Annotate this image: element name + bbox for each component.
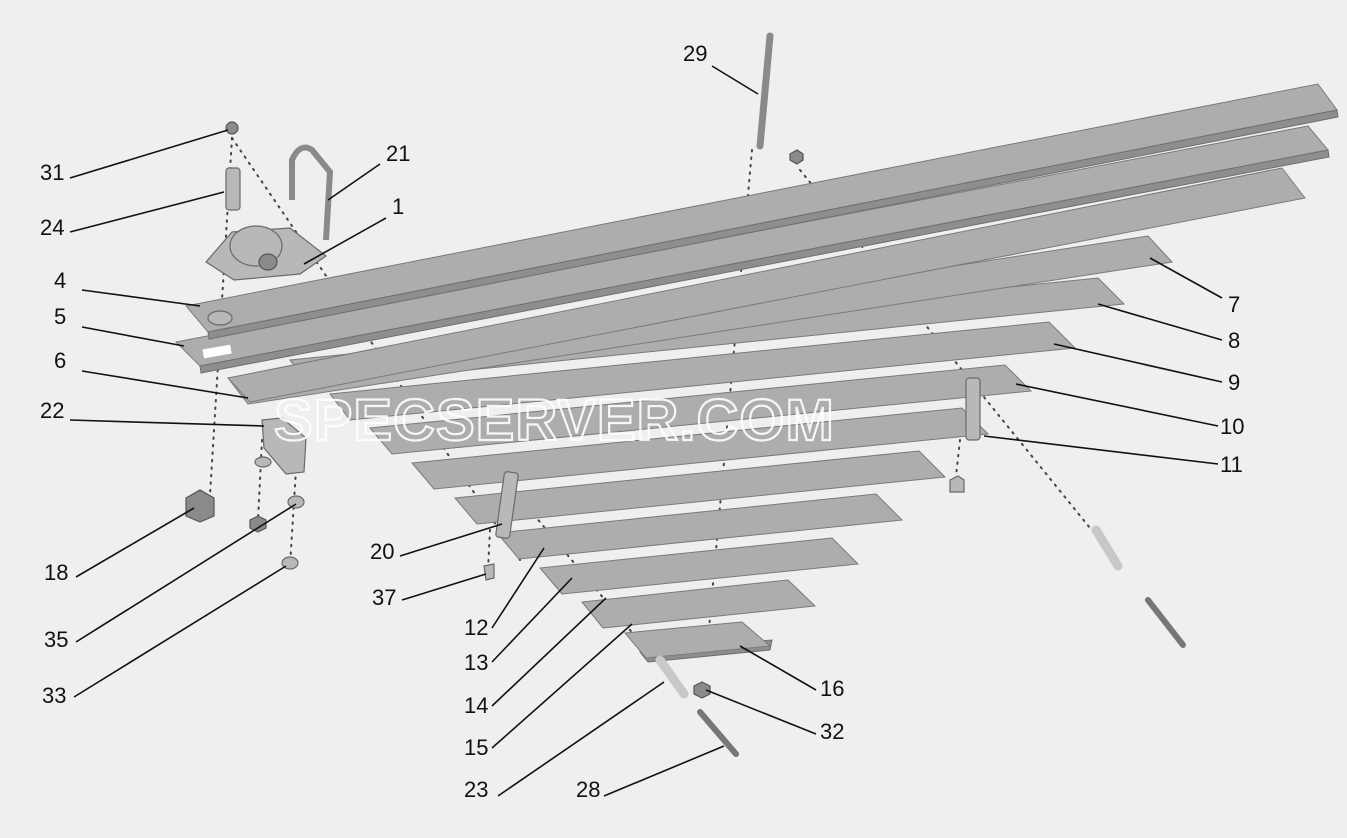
leaf-4-edge: [207, 109, 1339, 340]
center-bolt-29: [756, 32, 774, 150]
callout-32: 32: [820, 719, 844, 744]
eye-bushing: [207, 310, 233, 326]
pin-20: [495, 471, 519, 539]
leaf-5-slot: [202, 344, 232, 359]
nut-32: [693, 681, 711, 699]
callout-37: 37: [372, 585, 396, 610]
bottom-hardware: [483, 471, 739, 757]
callout-18: 18: [44, 560, 68, 585]
callout-23: 23: [464, 777, 488, 802]
leader-4: [81, 289, 201, 307]
leader-15: [491, 623, 633, 749]
bolt-right: [1145, 597, 1186, 648]
leader-21: [327, 163, 381, 201]
leader-16: [739, 645, 817, 691]
callout-6: 6: [54, 348, 66, 373]
rivet-37: [483, 563, 495, 581]
watermark: SPECSERVER.COM: [274, 388, 835, 453]
callout-8: 8: [1228, 328, 1240, 353]
leader-28: [603, 745, 725, 797]
callout-22: 22: [40, 398, 64, 423]
callout-labels: 29 31 21 24 1 4 5 6 7 8 9 10 11 22 18 35…: [40, 41, 1244, 802]
callout-7: 7: [1228, 292, 1240, 317]
callout-10: 10: [1220, 414, 1244, 439]
bolt-24: [225, 167, 241, 211]
callout-28: 28: [576, 777, 600, 802]
leader-6: [81, 370, 249, 399]
nut-left: [249, 515, 267, 533]
callout-35: 35: [44, 627, 68, 652]
callout-31: 31: [40, 160, 64, 185]
leaf-12: [454, 450, 947, 525]
leader-37: [401, 573, 487, 601]
top-bracket-assembly: [205, 121, 334, 281]
pin-11: [965, 377, 981, 441]
leader-32: [705, 689, 817, 735]
callout-20: 20: [370, 539, 394, 564]
callout-24: 24: [40, 215, 64, 240]
leaf-16-top: [624, 621, 772, 659]
leader-35: [75, 503, 297, 643]
nut-top-right: [789, 149, 804, 165]
lower-left-hardware: [185, 417, 307, 570]
callout-14: 14: [464, 693, 488, 718]
callout-4: 4: [54, 268, 66, 293]
leader-14: [491, 597, 607, 707]
leaf-14: [539, 537, 860, 595]
bushing-18: [185, 489, 215, 523]
leaf-6: [227, 167, 1306, 403]
callout-1: 1: [392, 194, 404, 219]
leaf-15: [581, 579, 817, 629]
center-and-right-hardware: [756, 32, 1186, 648]
leaf-13: [496, 493, 904, 560]
nut-31: [225, 121, 239, 135]
callout-5: 5: [54, 304, 66, 329]
leaf-5-edge: [199, 149, 1330, 374]
leader-33: [73, 565, 287, 698]
leader-23: [497, 681, 665, 797]
leader-9: [1053, 343, 1223, 383]
callout-33: 33: [42, 683, 66, 708]
leader-20: [399, 523, 503, 557]
leader-7: [1149, 257, 1223, 299]
leader-5: [81, 326, 185, 347]
callout-16: 16: [820, 676, 844, 701]
washer-top: [254, 456, 272, 468]
bracket-boss-hole: [258, 253, 278, 271]
small-nut-right: [949, 475, 965, 493]
leader-31: [69, 129, 229, 179]
leader-10: [1015, 383, 1219, 427]
sleeve-right: [1091, 525, 1123, 571]
leader-11: [983, 435, 1219, 465]
leader-22: [69, 419, 265, 427]
leaf-stack: [174, 83, 1339, 663]
callout-11: 11: [1220, 452, 1243, 477]
callout-21: 21: [386, 141, 410, 166]
bolt-28: [697, 709, 739, 757]
leader-24: [69, 191, 225, 233]
leaf-10: [369, 364, 1033, 455]
leader-1: [303, 217, 387, 265]
leaf-11: [411, 407, 990, 490]
sleeve-23: [655, 655, 689, 699]
callout-leaders: [69, 65, 1223, 797]
washer-35: [287, 495, 305, 509]
callout-29: 29: [683, 41, 707, 66]
callout-15: 15: [464, 735, 488, 760]
leader-29: [711, 65, 759, 95]
clamp-22: [261, 417, 307, 475]
leader-12: [491, 547, 545, 629]
callout-12: 12: [464, 615, 488, 640]
callout-13: 13: [464, 650, 488, 675]
leader-13: [491, 577, 573, 663]
leader-18: [75, 507, 195, 578]
u-bolt-21: [289, 144, 334, 241]
callout-9: 9: [1228, 370, 1240, 395]
leader-8: [1097, 303, 1223, 341]
